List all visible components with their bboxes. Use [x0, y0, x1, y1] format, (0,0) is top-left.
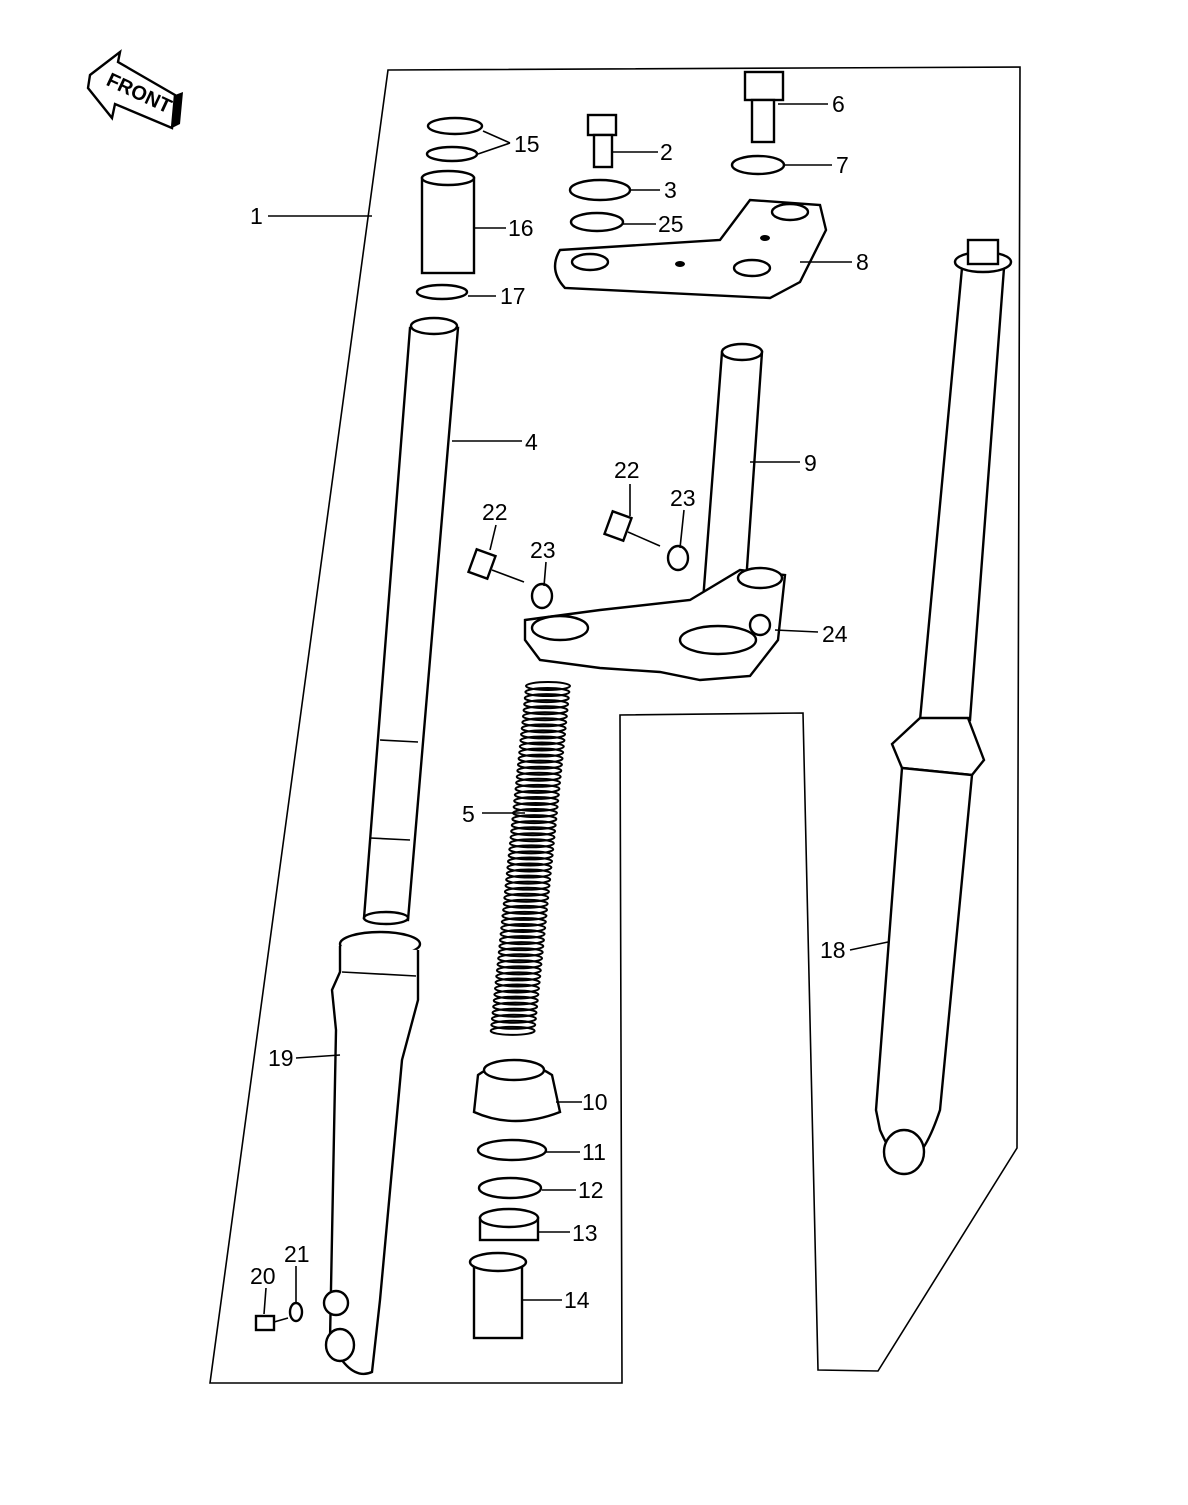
part-label-1: 1	[250, 203, 263, 229]
part-label-7: 7	[836, 152, 849, 178]
part-label-3: 3	[664, 177, 677, 203]
bolt-22-upper	[602, 509, 661, 547]
inner-tube-4	[362, 316, 460, 926]
washer-23-upper	[666, 544, 690, 572]
front-arrow-icon: FRONT	[86, 49, 183, 130]
ring-17	[415, 283, 469, 301]
part-label-25: 25	[658, 211, 684, 237]
leader-lines	[263, 103, 889, 1315]
part-label-22a: 22	[614, 457, 640, 483]
washer-7	[730, 154, 786, 176]
ring-11	[476, 1138, 548, 1162]
part-labels: 1234567891011121314151617181920212222232…	[250, 91, 869, 1313]
o-rings-15	[425, 116, 484, 163]
part-label-15: 15	[514, 131, 540, 157]
assembly-boundary	[209, 66, 1021, 1384]
washer-25	[569, 211, 625, 233]
part-label-5: 5	[462, 801, 475, 827]
washer-23-lower	[530, 582, 554, 610]
part-label-2: 2	[660, 139, 673, 165]
bolt-22-lower	[466, 547, 525, 583]
part-label-19: 19	[268, 1045, 294, 1071]
part-label-20: 20	[250, 1263, 276, 1289]
fork-assembly-18	[874, 238, 1013, 1176]
part-label-22b: 22	[482, 499, 508, 525]
part-label-21: 21	[284, 1241, 310, 1267]
part-label-8: 8	[856, 249, 869, 275]
cap-10	[472, 1058, 562, 1123]
part-label-16: 16	[508, 215, 534, 241]
bolt-6	[743, 70, 785, 144]
lower-bracket-24	[523, 566, 787, 682]
washer-21	[288, 1301, 304, 1323]
part-label-10: 10	[582, 1089, 608, 1115]
part-label-17: 17	[500, 283, 526, 309]
part-label-12: 12	[578, 1177, 604, 1203]
part-label-24: 24	[822, 621, 848, 647]
collar-16	[420, 169, 476, 275]
part-label-23a: 23	[670, 485, 696, 511]
part-label-9: 9	[804, 450, 817, 476]
seal-13	[478, 1207, 540, 1242]
part-label-11: 11	[582, 1139, 606, 1165]
ring-12	[477, 1176, 543, 1200]
bushing-14	[468, 1251, 528, 1340]
screw-20	[254, 1314, 289, 1332]
washer-3	[568, 178, 632, 202]
bracket-8	[553, 198, 828, 300]
part-label-13: 13	[572, 1220, 598, 1246]
part-label-14: 14	[564, 1287, 590, 1313]
part-label-18: 18	[820, 937, 846, 963]
part-label-23b: 23	[530, 537, 556, 563]
outer-tube-19	[322, 930, 422, 1376]
part-label-4: 4	[525, 429, 538, 455]
part-label-6: 6	[832, 91, 845, 117]
bolt-2	[586, 113, 618, 169]
spring-5	[489, 681, 571, 1036]
